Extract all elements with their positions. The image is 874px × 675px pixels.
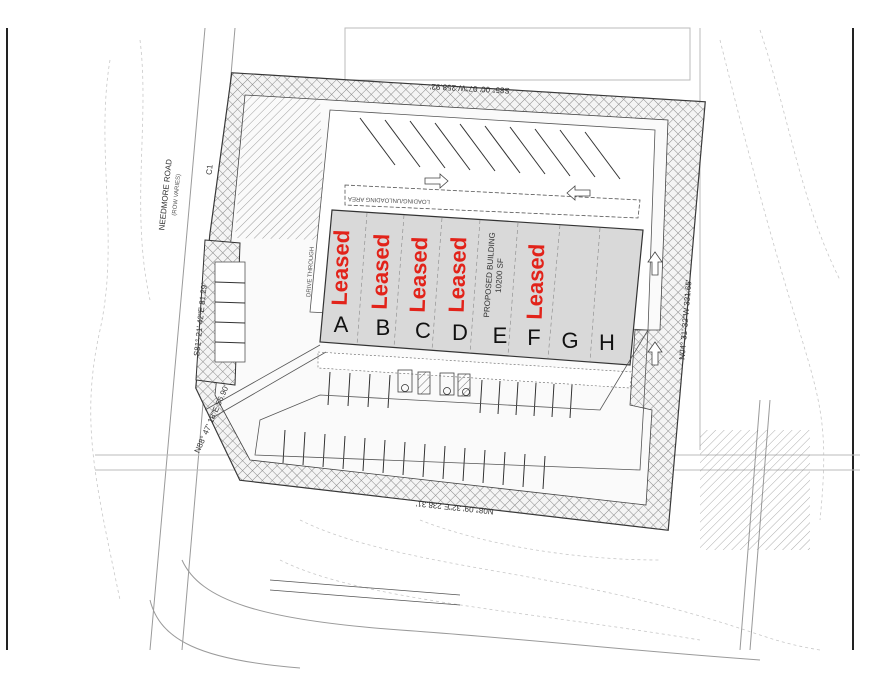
leased-label-b: Leased [367,233,395,310]
unit-label-a: A [334,312,349,337]
building-area: 10200 SF [494,258,505,293]
road-row: (ROW VARIES) [172,174,182,216]
loading-area-label: LOADING/UNLOADING AREA [348,195,430,204]
hatched-area [235,95,325,240]
unit-label-d: D [452,320,468,345]
unit-dividers [356,212,601,362]
drive-through-label: DRIVE THROUGH [306,247,315,298]
unit-label-h: H [599,330,615,355]
curve-label: C1 [205,164,215,176]
north-parcel [344,27,691,81]
parking-stripes-west [195,239,246,386]
leased-label-a: Leased [327,229,355,306]
sidewalk [317,351,633,389]
proposed-sidewalk [204,344,461,606]
parking-stripes-north [359,117,621,180]
parking-stripes-south [282,371,573,490]
accessible-parking [397,369,471,397]
leased-label-c: Leased [405,236,433,313]
unit-label-b: B [376,315,391,340]
unit-label-e: E [493,323,508,348]
leased-label-d: Leased [444,236,472,313]
unit-label-g: G [561,328,578,353]
pavement-south [254,329,649,471]
bearing-north: S85° 00' 07"W 258.92' [429,82,510,95]
loading-area [344,184,641,219]
leased-label-f: Leased [522,243,550,320]
easement-hatch [700,430,810,550]
building-footprint [319,209,644,366]
unit-label-c: C [415,318,431,343]
unit-label-f: F [527,325,540,350]
traffic-arrows [424,173,663,366]
road-name: NEEDMORE ROAD [157,158,173,230]
topography-lines [90,29,841,651]
